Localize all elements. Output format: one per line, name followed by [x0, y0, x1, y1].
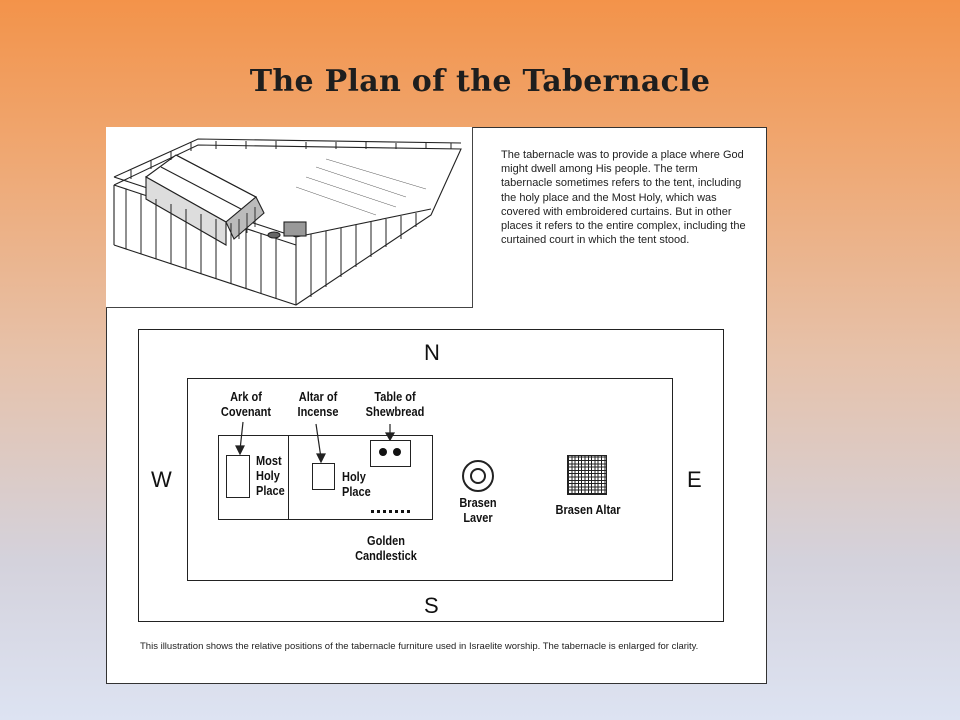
page-title: The Plan of the Tabernacle: [249, 64, 711, 99]
inner-court: [187, 378, 673, 581]
tabernacle-description: The tabernacle was to provide a place wh…: [501, 149, 746, 247]
altar-of-incense: [312, 463, 335, 490]
tabernacle-illustration: [106, 127, 473, 308]
brasen-laver: [462, 460, 494, 492]
east-label: E: [687, 467, 702, 492]
brasen-altar-label: Brasen Altar: [555, 503, 621, 517]
figure-caption: This illustration shows the relative pos…: [140, 641, 699, 652]
table-of-shewbread: [370, 440, 411, 467]
brasen-altar: [567, 455, 607, 495]
north-label: N: [424, 340, 440, 365]
ark-of-covenant: [226, 455, 250, 498]
west-label: W: [151, 467, 172, 492]
tent: [218, 435, 433, 520]
outer-court: [138, 329, 724, 622]
south-label: S: [424, 593, 439, 618]
veil-divider: [288, 435, 289, 520]
